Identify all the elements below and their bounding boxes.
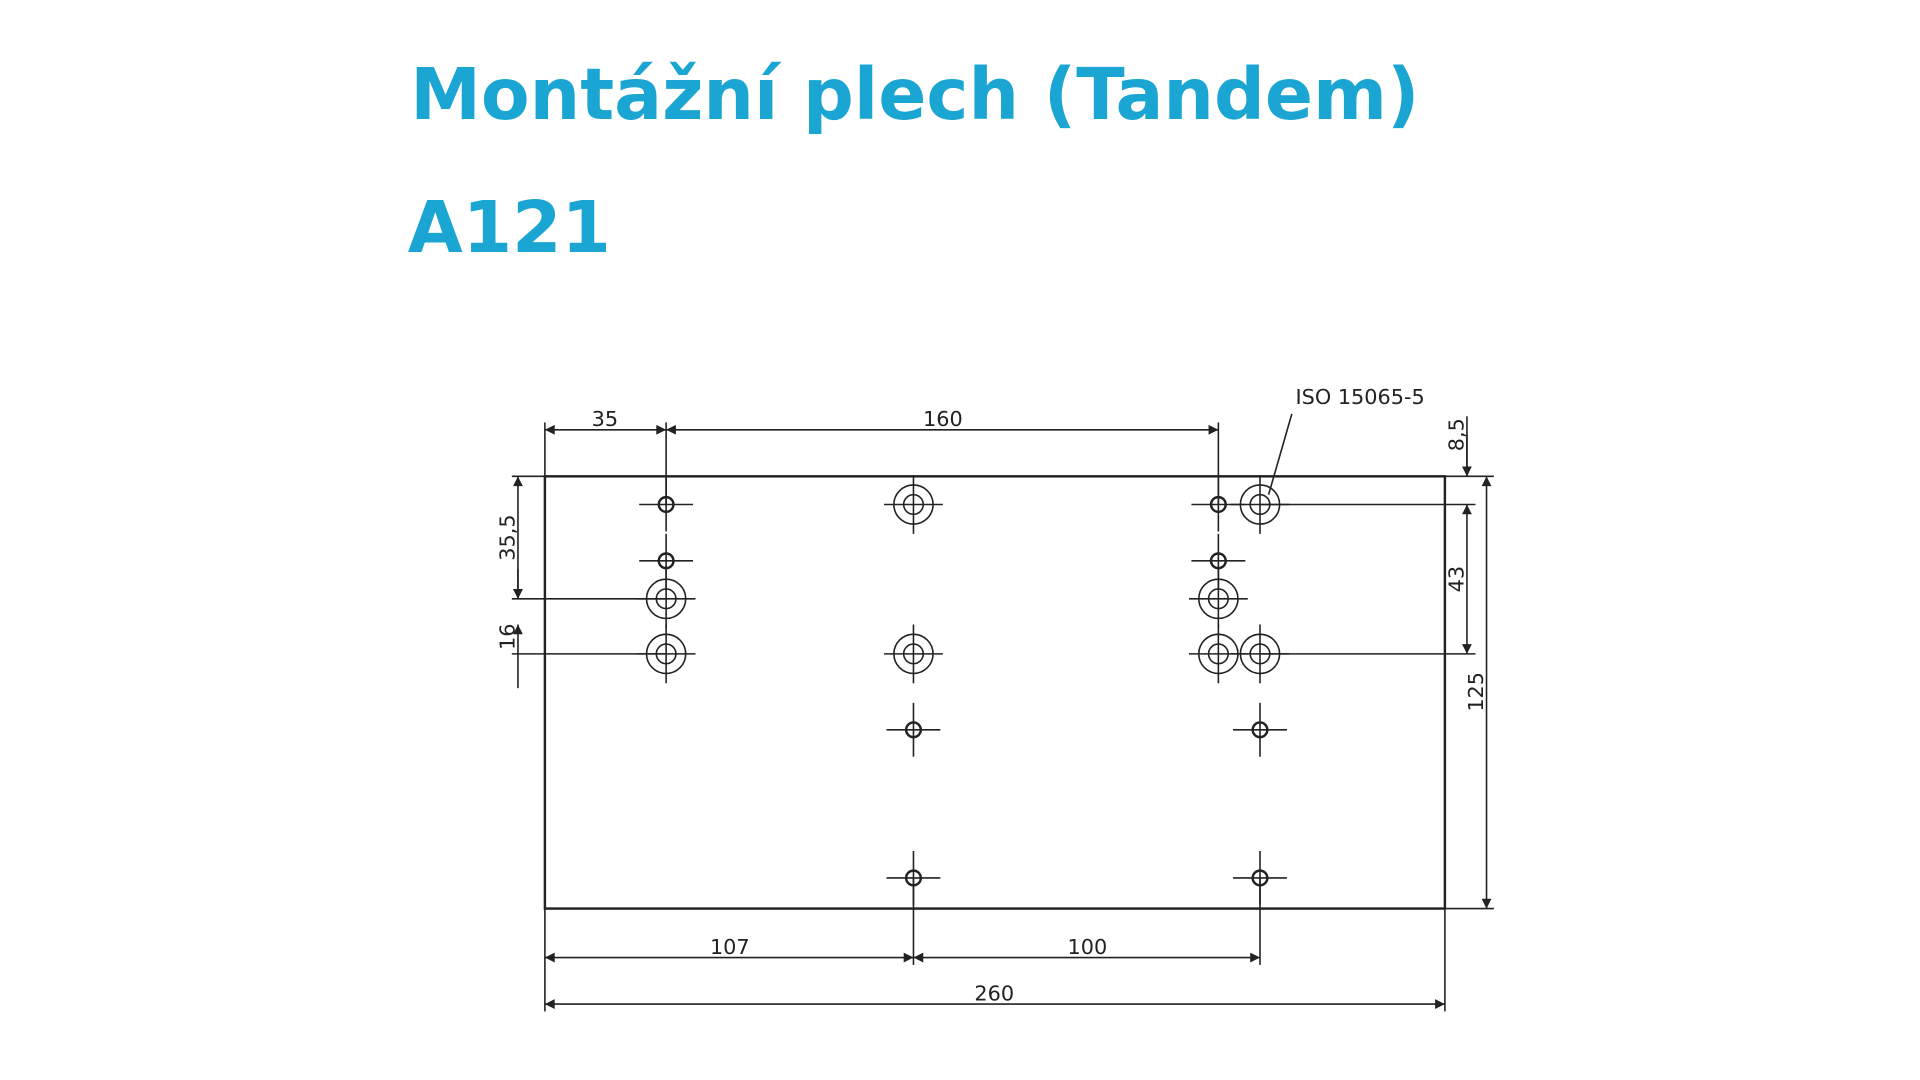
dim-107: 107 [710, 935, 750, 959]
dim-160: 160 [923, 407, 963, 431]
dimension-lines [513, 413, 1492, 1009]
dim-35-5: 35,5 [495, 514, 519, 560]
plate-outline [543, 475, 1447, 910]
dim-35: 35 [592, 407, 618, 431]
dim-125: 125 [1464, 672, 1488, 712]
small-hole [886, 702, 941, 757]
dim-16: 16 [495, 624, 519, 650]
dim-43: 43 [1444, 566, 1468, 592]
small-hole [1233, 702, 1287, 757]
dim-100: 100 [1067, 935, 1107, 959]
dim-8-5: 8,5 [1444, 418, 1468, 451]
countersunk-hole [884, 624, 943, 684]
model-number: A121 [408, 186, 611, 269]
countersunk-hole [1188, 569, 1248, 629]
countersunk-hole [884, 475, 943, 534]
iso-standard-label: ISO 15065-5 [1296, 385, 1425, 409]
mounting-holes [636, 475, 1290, 905]
page-title: Montážní plech (Tandem) [410, 53, 1419, 136]
dim-260: 260 [974, 981, 1014, 1005]
